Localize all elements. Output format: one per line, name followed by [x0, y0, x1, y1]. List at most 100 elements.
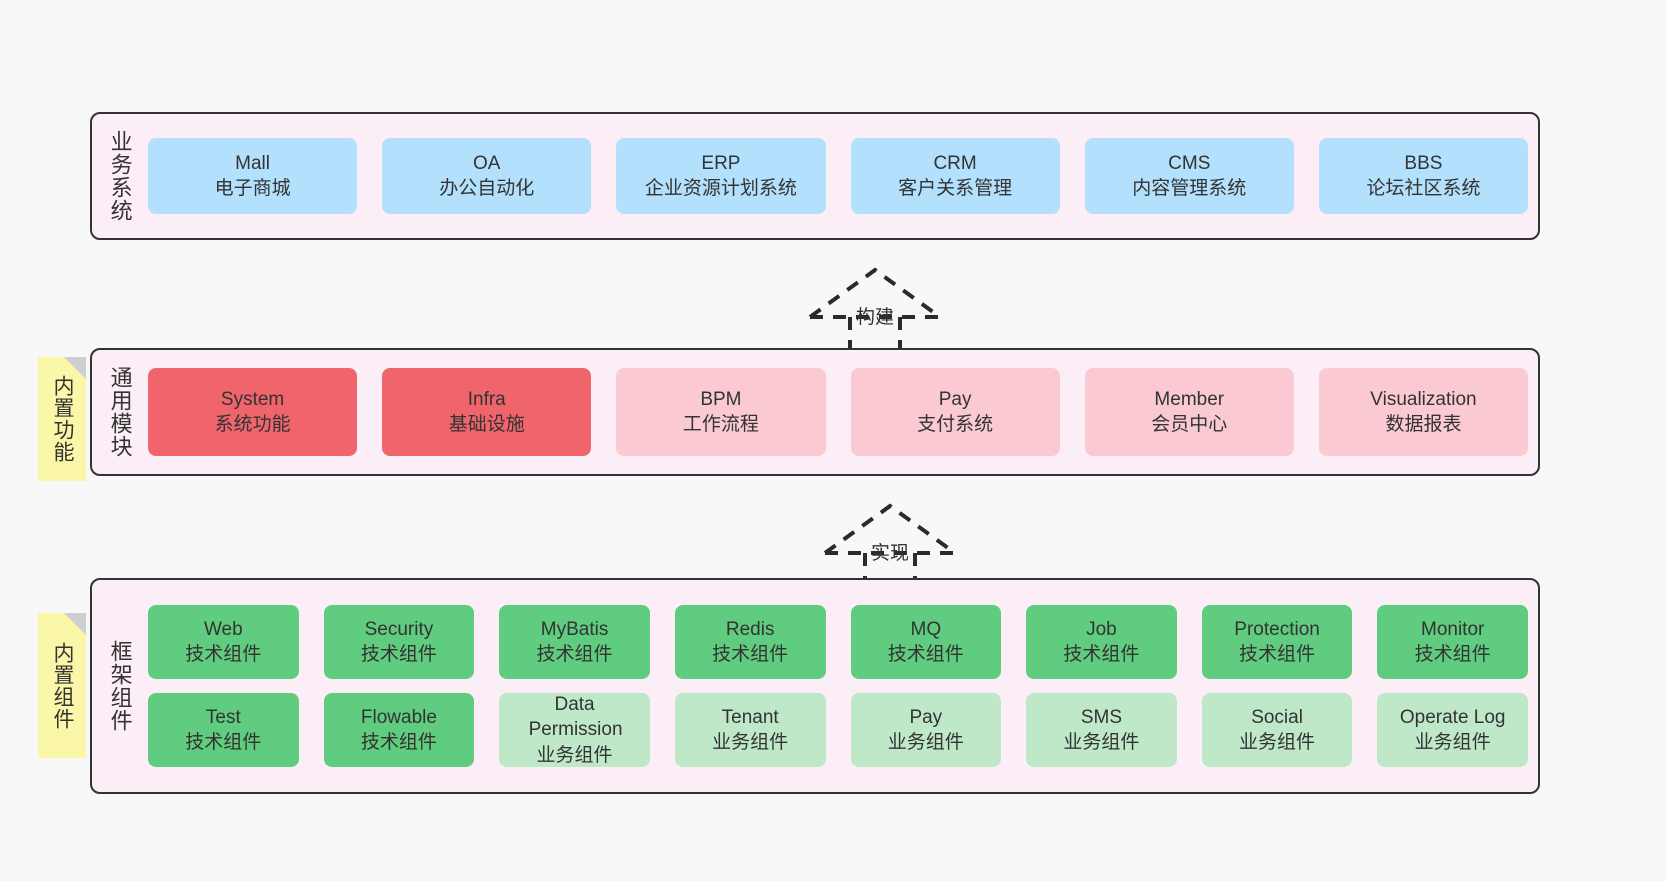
node-bbs-cn: 论坛社区系统 [1366, 178, 1481, 199]
node-cms-cn: 内容管理系统 [1132, 178, 1247, 199]
layer-title-common-modules: 通用模块 [107, 366, 133, 458]
node-protection-en: Protection [1234, 618, 1320, 640]
arrow-implement-label: 实现 [870, 543, 909, 564]
note-builtin-function-label: 内置功能 [50, 375, 74, 463]
node-flowable[interactable]: Flowable 技术组件 [323, 693, 475, 767]
node-mq-en: MQ [910, 618, 942, 640]
node-security[interactable]: Security 技术组件 [323, 605, 475, 679]
node-infra-cn: 基础设施 [448, 414, 525, 435]
node-member-en: Member [1154, 388, 1225, 410]
node-visualization-en: Visualization [1370, 388, 1477, 410]
layer-common-modules: 通用模块 System 系统功能 Infra 基础设施 BPM 工作流程 Pay… [90, 348, 1540, 476]
node-social-cn: 业务组件 [1239, 732, 1316, 753]
node-member-cn: 会员中心 [1151, 414, 1228, 435]
node-bpm[interactable]: BPM 工作流程 [616, 368, 826, 456]
note-builtin-function: 内置功能 [38, 357, 86, 481]
node-redis-en: Redis [725, 618, 775, 640]
node-bbs-en: BBS [1404, 152, 1443, 174]
node-erp-en: ERP [701, 152, 741, 174]
node-cms[interactable]: CMS 内容管理系统 [1084, 138, 1294, 214]
node-erp[interactable]: ERP 企业资源计划系统 [616, 138, 826, 214]
node-system-cn: 系统功能 [214, 414, 291, 435]
note-builtin-component: 内置组件 [38, 613, 86, 758]
layer-body-business-system: Mall 电子商城 OA 办公自动化 ERP 企业资源计划系统 CRM 客户关系… [148, 114, 1538, 238]
node-operate-log-en: Operate Log [1399, 706, 1506, 728]
node-bpm-cn: 工作流程 [682, 414, 759, 435]
node-system-en: System [220, 388, 285, 410]
node-data-permission[interactable]: Data Permission 业务组件 [499, 693, 650, 767]
node-bbs[interactable]: BBS 论坛社区系统 [1318, 138, 1529, 214]
node-cms-en: CMS [1168, 152, 1211, 174]
node-job[interactable]: Job 技术组件 [1026, 605, 1177, 679]
node-pay-component-en: Pay [909, 706, 943, 728]
node-flowable-cn: 技术组件 [360, 732, 437, 753]
node-mybatis-cn: 技术组件 [536, 644, 613, 665]
node-crm[interactable]: CRM 客户关系管理 [850, 138, 1060, 214]
node-mq-cn: 技术组件 [887, 644, 964, 665]
node-infra-en: Infra [467, 388, 506, 410]
module-node-row: System 系统功能 Infra 基础设施 BPM 工作流程 Pay 支付系统… [148, 368, 1529, 456]
node-monitor[interactable]: Monitor 技术组件 [1377, 605, 1528, 679]
node-social[interactable]: Social 业务组件 [1201, 693, 1353, 767]
node-sms[interactable]: SMS 业务组件 [1026, 693, 1177, 767]
node-data-permission-en: Data Permission [528, 694, 623, 741]
node-pay-module-cn: 支付系统 [917, 414, 994, 435]
layer-framework-components: 框架组件 Web 技术组件 Security 技术组件 MyBatis 技术组件… [90, 578, 1540, 794]
framework-row-2: Test 技术组件 Flowable 技术组件 Data Permission … [148, 693, 1528, 767]
node-redis-cn: 技术组件 [712, 644, 789, 665]
arrow-build-label: 构建 [855, 307, 894, 328]
node-visualization[interactable]: Visualization 数据报表 [1318, 368, 1529, 456]
node-mybatis[interactable]: MyBatis 技术组件 [499, 605, 650, 679]
node-monitor-cn: 技术组件 [1414, 644, 1491, 665]
node-oa-cn: 办公自动化 [439, 178, 535, 199]
node-operate-log[interactable]: Operate Log 业务组件 [1377, 693, 1528, 767]
node-erp-cn: 企业资源计划系统 [644, 178, 797, 199]
node-pay-component-cn: 业务组件 [887, 732, 964, 753]
node-mall-en: Mall [235, 152, 270, 174]
node-tenant-en: Tenant [721, 706, 779, 728]
node-mq[interactable]: MQ 技术组件 [850, 605, 1002, 679]
layer-body-common-modules: System 系统功能 Infra 基础设施 BPM 工作流程 Pay 支付系统… [148, 350, 1538, 474]
node-crm-cn: 客户关系管理 [898, 178, 1013, 199]
node-security-en: Security [364, 618, 434, 640]
node-web-en: Web [203, 618, 243, 640]
node-protection-cn: 技术组件 [1239, 644, 1316, 665]
node-protection[interactable]: Protection 技术组件 [1201, 605, 1353, 679]
node-job-cn: 技术组件 [1063, 644, 1140, 665]
node-tenant-cn: 业务组件 [712, 732, 789, 753]
node-sms-cn: 业务组件 [1063, 732, 1140, 753]
node-system[interactable]: System 系统功能 [148, 368, 358, 456]
node-pay-module-en: Pay [938, 388, 972, 410]
node-mall[interactable]: Mall 电子商城 [148, 138, 358, 214]
node-operate-log-cn: 业务组件 [1414, 732, 1491, 753]
node-job-en: Job [1086, 618, 1117, 640]
node-member[interactable]: Member 会员中心 [1084, 368, 1294, 456]
layer-title-framework-components: 框架组件 [107, 640, 133, 732]
node-security-cn: 技术组件 [360, 644, 437, 665]
node-redis[interactable]: Redis 技术组件 [674, 605, 826, 679]
node-web-cn: 技术组件 [185, 644, 262, 665]
node-tenant[interactable]: Tenant 业务组件 [674, 693, 826, 767]
node-crm-en: CRM [933, 152, 977, 174]
node-social-en: Social [1251, 706, 1303, 728]
node-test-cn: 技术组件 [185, 732, 262, 753]
node-mybatis-en: MyBatis [540, 618, 609, 640]
node-data-permission-cn: 业务组件 [536, 744, 613, 766]
note-fold-corner-icon [64, 357, 86, 379]
note-fold-corner-icon-2 [64, 613, 86, 635]
node-monitor-en: Monitor [1421, 618, 1485, 640]
node-pay-module[interactable]: Pay 支付系统 [850, 368, 1060, 456]
node-test[interactable]: Test 技术组件 [148, 693, 299, 767]
node-pay-component[interactable]: Pay 业务组件 [850, 693, 1002, 767]
node-infra[interactable]: Infra 基础设施 [382, 368, 592, 456]
node-oa[interactable]: OA 办公自动化 [382, 138, 592, 214]
node-oa-en: OA [473, 152, 501, 174]
note-builtin-component-label: 内置组件 [50, 641, 74, 730]
arrow-build: 构建 [800, 262, 950, 357]
node-test-en: Test [205, 706, 241, 728]
node-sms-en: SMS [1080, 706, 1123, 728]
node-web[interactable]: Web 技术组件 [148, 605, 299, 679]
business-node-row: Mall 电子商城 OA 办公自动化 ERP 企业资源计划系统 CRM 客户关系… [148, 138, 1529, 214]
node-flowable-en: Flowable [360, 706, 437, 728]
